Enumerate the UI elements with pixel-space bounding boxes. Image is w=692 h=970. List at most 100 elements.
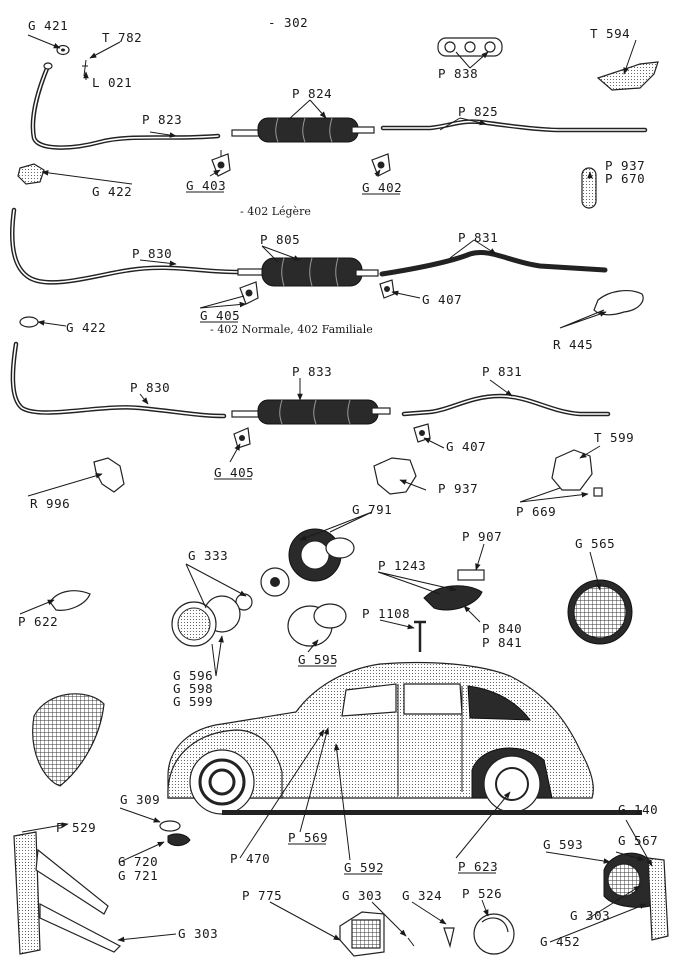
label-g324: G 324 bbox=[402, 888, 442, 903]
label-g721: G 721 bbox=[118, 868, 158, 883]
gasket-p838 bbox=[437, 37, 503, 57]
lamp-g595 bbox=[287, 603, 347, 647]
rear-pipe-p825 bbox=[380, 119, 648, 133]
tail-lamp-p1243 bbox=[423, 585, 483, 611]
label-underlines bbox=[186, 191, 496, 875]
caption-402-normale: - 402 Normale, 402 Familiale bbox=[210, 323, 373, 336]
label-g592: G 592 bbox=[344, 860, 384, 875]
label-p838: P 838 bbox=[438, 66, 478, 81]
label-p622: P 622 bbox=[18, 614, 58, 629]
radiator-grille bbox=[32, 693, 105, 787]
label-g303-pillar: G 303 bbox=[178, 926, 218, 941]
clamp-g405-b bbox=[233, 427, 251, 449]
page-number: - 302 bbox=[268, 15, 308, 30]
label-g595: G 595 bbox=[298, 652, 338, 667]
label-p1108: P 1108 bbox=[362, 606, 410, 621]
label-g303-lamp: G 303 bbox=[342, 888, 382, 903]
label-g596: G 596 bbox=[173, 668, 213, 683]
label-g599: G 599 bbox=[173, 694, 213, 709]
label-g309: G 309 bbox=[120, 792, 160, 807]
washer-g421 bbox=[56, 44, 70, 56]
bulb-g720 bbox=[167, 833, 191, 847]
label-g421: G 421 bbox=[28, 18, 68, 33]
car-body bbox=[167, 661, 642, 815]
label-g598: G 598 bbox=[173, 681, 213, 696]
gasket-g422 bbox=[17, 163, 45, 185]
label-g140: G 140 bbox=[618, 802, 658, 817]
label-p529: P 529 bbox=[56, 820, 96, 835]
front-pipe-p823 bbox=[30, 63, 221, 150]
caption-402-legere: - 402 Légère bbox=[240, 205, 311, 218]
label-p825: P 825 bbox=[458, 104, 498, 119]
label-p833: P 833 bbox=[292, 364, 332, 379]
label-p670: P 670 bbox=[605, 171, 645, 186]
bolt-p1108 bbox=[414, 620, 426, 652]
label-p937-low: P 937 bbox=[438, 481, 478, 496]
exhaust-row-1 bbox=[17, 37, 659, 209]
pillar-p529 bbox=[13, 831, 122, 955]
label-g452: G 452 bbox=[540, 934, 580, 949]
hanger-p937 bbox=[373, 457, 417, 495]
label-g720: G 720 bbox=[118, 854, 158, 869]
front-pipe-p830-b bbox=[10, 341, 227, 419]
clamp-g402 bbox=[371, 153, 391, 177]
washer-g309 bbox=[159, 820, 181, 832]
label-p669: P 669 bbox=[516, 504, 556, 519]
handle-p622 bbox=[49, 590, 91, 611]
screw-g303 bbox=[407, 937, 415, 947]
label-p830-mid: P 830 bbox=[132, 246, 172, 261]
bracket-t599 bbox=[551, 449, 593, 491]
nut-p669 bbox=[593, 487, 603, 497]
label-g405-mid: G 405 bbox=[200, 308, 240, 323]
label-p831-mid: P 831 bbox=[458, 230, 498, 245]
rear-pipe-p831-b bbox=[401, 393, 611, 417]
label-p907: P 907 bbox=[462, 529, 502, 544]
label-g565: G 565 bbox=[575, 536, 615, 551]
lens-p907 bbox=[457, 569, 485, 581]
label-p823: P 823 bbox=[142, 112, 182, 127]
label-g402: G 402 bbox=[362, 180, 402, 195]
label-r996: R 996 bbox=[30, 496, 70, 511]
muffler-p833 bbox=[231, 399, 391, 425]
ring-g422 bbox=[19, 316, 39, 328]
label-p831-low: P 831 bbox=[482, 364, 522, 379]
headlamp-g791 bbox=[171, 528, 355, 647]
clamp-g403 bbox=[211, 150, 231, 177]
front-pipe-p830 bbox=[10, 207, 241, 285]
label-p569: P 569 bbox=[288, 830, 328, 845]
label-g407-low: G 407 bbox=[446, 439, 486, 454]
label-p623: P 623 bbox=[458, 859, 498, 874]
hanger-p670 bbox=[581, 167, 597, 209]
side-lamp-g593 bbox=[603, 852, 669, 941]
label-t599: T 599 bbox=[594, 430, 634, 445]
label-g422-top: G 422 bbox=[92, 184, 132, 199]
label-r445: R 445 bbox=[553, 337, 593, 352]
label-g303-side: G 303 bbox=[570, 908, 610, 923]
rear-pipe-p831 bbox=[379, 250, 608, 277]
label-p824: P 824 bbox=[292, 86, 332, 101]
part-labels: G 421 T 782 L 021 P 838 T 594 P 824 P 82… bbox=[18, 18, 658, 949]
label-g567: G 567 bbox=[618, 833, 658, 848]
leader-lines bbox=[19, 34, 653, 943]
bracket-t594 bbox=[596, 61, 659, 91]
lamp-p526 bbox=[473, 913, 515, 955]
label-g405-low: G 405 bbox=[214, 465, 254, 480]
label-g333: G 333 bbox=[188, 548, 228, 563]
label-p1243: P 1243 bbox=[378, 558, 426, 573]
label-p840: P 840 bbox=[482, 621, 522, 636]
label-p470: P 470 bbox=[230, 851, 270, 866]
exhaust-row-3 bbox=[10, 341, 611, 497]
clamp-g407 bbox=[379, 279, 395, 299]
lamp-p775 bbox=[339, 911, 385, 957]
bulb-g324 bbox=[443, 927, 455, 949]
label-p805: P 805 bbox=[260, 232, 300, 247]
label-g593: G 593 bbox=[543, 837, 583, 852]
label-p937-top: P 937 bbox=[605, 158, 645, 173]
horn-g565 bbox=[567, 579, 633, 645]
label-p775: P 775 bbox=[242, 888, 282, 903]
label-g422-mid: G 422 bbox=[66, 320, 106, 335]
label-g407-mid: G 407 bbox=[422, 292, 462, 307]
bolt-t782 bbox=[82, 59, 88, 77]
label-p830-low: P 830 bbox=[130, 380, 170, 395]
